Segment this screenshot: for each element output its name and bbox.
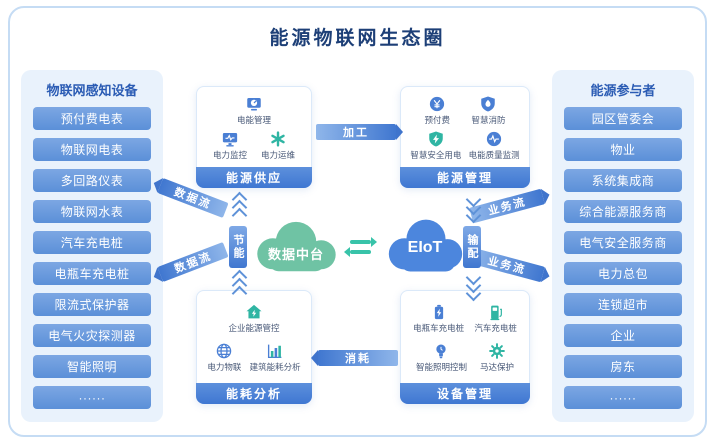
participant-item: 连锁超市 bbox=[564, 293, 682, 316]
consumption-flow-arrow: 消耗 bbox=[318, 350, 398, 366]
module-item-label: 智慧消防 bbox=[471, 114, 506, 125]
module-energy-management-title: 能源管理 bbox=[400, 167, 530, 188]
module-item-label: 预付费 bbox=[424, 114, 450, 125]
cloud-shape-icon bbox=[257, 221, 336, 272]
module-device-management-body: 电瓶车充电桩 汽车充电桩 智能照明控制 马达保护 bbox=[401, 291, 529, 382]
diagram-title: 能源物联网生态圈 bbox=[269, 28, 446, 49]
module-item-label: 电力运维 bbox=[260, 150, 295, 161]
energy-participants-panel-title: 能源参与者 bbox=[590, 83, 656, 98]
participant-item: 房东 bbox=[564, 355, 682, 378]
module-device-management: 电瓶车充电桩 汽车充电桩 智能照明控制 马达保护 设备管理 bbox=[400, 290, 530, 404]
module-item-label: 电能质量监测 bbox=[468, 150, 520, 161]
module-item-label: 智慧安全用电 bbox=[410, 150, 462, 161]
eiot-label: EIoT bbox=[407, 239, 443, 256]
module-energy-analysis-title: 能耗分析 bbox=[196, 383, 312, 404]
exchange-arrow-left-icon bbox=[350, 250, 371, 254]
device-item: 多回路仪表 bbox=[33, 169, 151, 192]
data-platform-cloud: 数据中台 bbox=[247, 217, 345, 277]
distribution-tag: 输配 bbox=[463, 226, 481, 268]
processing-flow-arrow: 加工 bbox=[316, 124, 396, 140]
module-item: 企业能源管控 bbox=[228, 303, 280, 334]
module-item: 电力物联 bbox=[207, 342, 241, 373]
module-energy-management: 预付费 智慧消防 智慧安全用电 电能质量监测 能源管理 bbox=[400, 86, 530, 188]
module-item-label: 企业能源管控 bbox=[228, 322, 280, 333]
device-item: 物联网水表 bbox=[33, 200, 151, 223]
participant-item: 企业 bbox=[564, 324, 682, 347]
device-item-ellipsis: ······ bbox=[33, 386, 151, 409]
module-item: 电力监控 bbox=[213, 130, 247, 161]
globe-icon bbox=[215, 342, 233, 360]
module-item: 智慧安全用电 bbox=[410, 130, 461, 161]
device-item: 物联网电表 bbox=[33, 138, 151, 161]
smart-light-icon bbox=[432, 342, 450, 360]
enterprise-energy-icon bbox=[245, 303, 263, 321]
participant-item: 电力总包 bbox=[564, 262, 682, 285]
module-item: 智慧消防 bbox=[471, 95, 506, 126]
module-energy-supply-title: 能源供应 bbox=[196, 167, 312, 188]
module-item-label: 电能管理 bbox=[236, 114, 271, 125]
module-item-label: 电力监控 bbox=[212, 150, 247, 161]
energy-saving-tag: 节能 bbox=[229, 226, 247, 268]
power-quality-icon bbox=[485, 130, 503, 148]
diagram-border bbox=[8, 6, 707, 437]
module-item: 预付费 bbox=[424, 95, 450, 126]
iot-devices-panel: 物联网感知设备 预付费电表 物联网电表 多回路仪表 物联网水表 汽车充电桩 电瓶… bbox=[21, 70, 163, 422]
power-meter-icon bbox=[245, 95, 263, 113]
module-item-label: 电力物联 bbox=[207, 362, 242, 373]
device-item: 电气火灾探测器 bbox=[33, 324, 151, 347]
device-item: 预付费电表 bbox=[33, 107, 151, 130]
module-item: 智能照明控制 bbox=[416, 342, 467, 373]
prepaid-coin-icon bbox=[428, 95, 446, 113]
device-item: 限流式保护器 bbox=[33, 293, 151, 316]
module-item-label: 汽车充电桩 bbox=[474, 322, 517, 333]
participant-item: 电气安全服务商 bbox=[564, 231, 682, 254]
module-item: 电能管理 bbox=[237, 95, 271, 126]
device-item: 电瓶车充电桩 bbox=[33, 262, 151, 285]
module-item: 电能质量监测 bbox=[469, 130, 520, 161]
module-item-label: 马达保护 bbox=[479, 362, 514, 373]
module-item-label: 电瓶车充电桩 bbox=[413, 322, 465, 333]
participant-item: 园区管委会 bbox=[564, 107, 682, 130]
module-item: 电力运维 bbox=[261, 130, 295, 161]
monitor-icon bbox=[221, 130, 239, 148]
module-energy-analysis-body: 企业能源管控 电力物联 建筑能耗分析 bbox=[197, 291, 311, 382]
module-item: 电瓶车充电桩 bbox=[413, 303, 464, 334]
participant-item-ellipsis: ······ bbox=[564, 386, 682, 409]
module-device-management-title: 设备管理 bbox=[400, 383, 530, 404]
participant-item: 物业 bbox=[564, 138, 682, 161]
battery-charging-icon bbox=[430, 303, 448, 321]
data-platform-label: 数据中台 bbox=[267, 247, 324, 262]
module-energy-analysis: 企业能源管控 电力物联 建筑能耗分析 能耗分析 bbox=[196, 290, 312, 404]
exchange-arrow-right-icon bbox=[350, 240, 371, 244]
participant-item: 系统集成商 bbox=[564, 169, 682, 192]
maintenance-star-icon bbox=[269, 130, 287, 148]
module-item-label: 建筑能耗分析 bbox=[249, 362, 301, 373]
module-item: 汽车充电桩 bbox=[474, 303, 517, 334]
module-energy-management-body: 预付费 智慧消防 智慧安全用电 电能质量监测 bbox=[401, 87, 529, 166]
module-energy-supply: 电能管理 电力监控 电力运维 能源供应 bbox=[196, 86, 312, 188]
fire-shield-icon bbox=[479, 95, 497, 113]
participant-item: 综合能源服务商 bbox=[564, 200, 682, 223]
motor-gear-icon bbox=[488, 342, 506, 360]
iot-devices-panel-title: 物联网感知设备 bbox=[46, 83, 138, 98]
module-item: 建筑能耗分析 bbox=[250, 342, 301, 373]
module-item: 马达保护 bbox=[480, 342, 514, 373]
safe-power-shield-icon bbox=[427, 130, 445, 148]
device-item: 汽车充电桩 bbox=[33, 231, 151, 254]
module-energy-supply-body: 电能管理 电力监控 电力运维 bbox=[197, 87, 311, 166]
device-item: 智能照明 bbox=[33, 355, 151, 378]
bar-chart-icon bbox=[266, 342, 284, 360]
eiot-cloud: EIoT bbox=[381, 214, 469, 280]
module-item-label: 智能照明控制 bbox=[415, 362, 467, 373]
energy-participants-panel: 能源参与者 园区管委会 物业 系统集成商 综合能源服务商 电气安全服务商 电力总… bbox=[552, 70, 694, 422]
cloud-shape-icon bbox=[388, 219, 463, 272]
car-charger-icon bbox=[487, 303, 505, 321]
